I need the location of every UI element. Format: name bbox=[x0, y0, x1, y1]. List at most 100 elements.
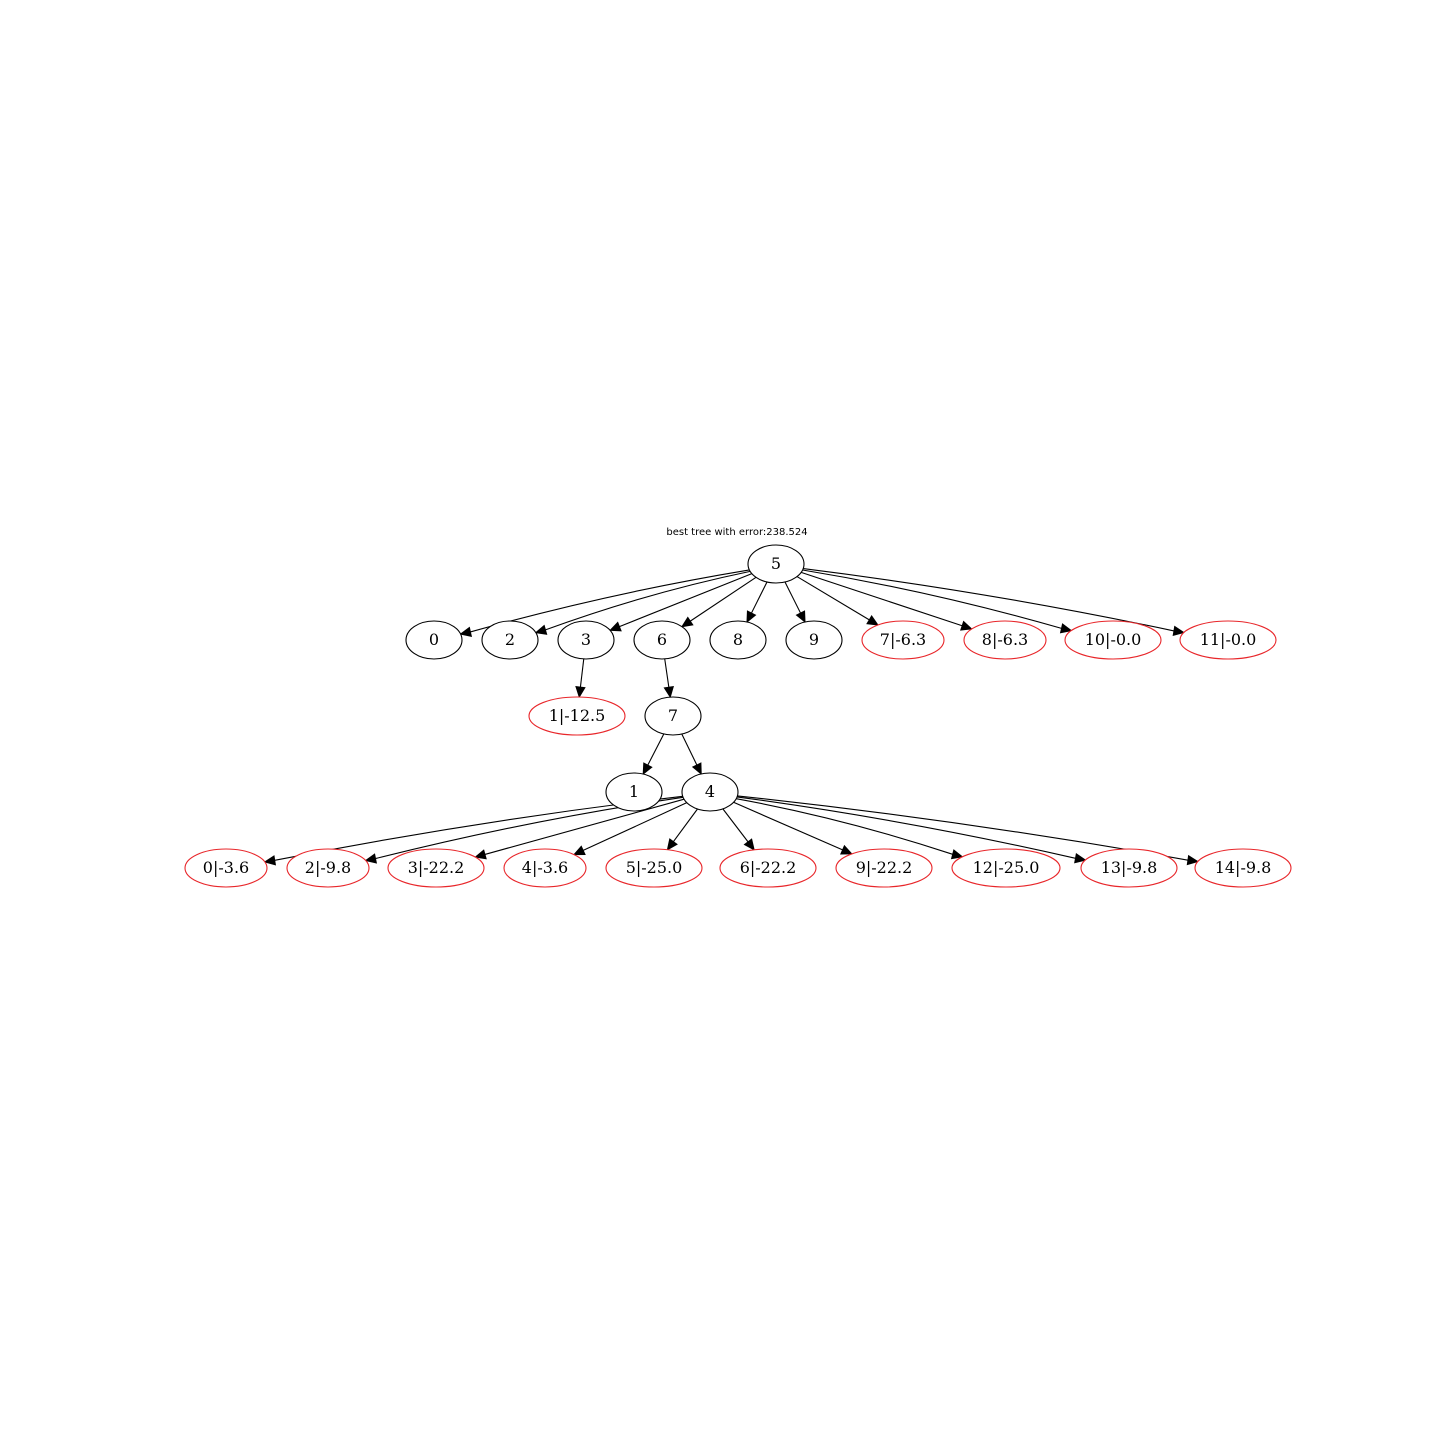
node-ellipse bbox=[633, 620, 691, 660]
arrowhead bbox=[1074, 853, 1087, 864]
node-ellipse bbox=[1179, 620, 1277, 660]
arrowhead bbox=[1059, 623, 1073, 634]
edge-line bbox=[750, 581, 768, 614]
arrowhead bbox=[534, 624, 548, 635]
arrowhead bbox=[575, 685, 586, 699]
leaf-node-l1: 1|-12.5 bbox=[528, 696, 626, 736]
arrowhead bbox=[1186, 854, 1200, 866]
node-label: 13|-9.8 bbox=[1101, 858, 1158, 877]
diagram-title: best tree with error:238.524 bbox=[666, 527, 807, 538]
leaf-node-m5: 5|-25.0 bbox=[605, 848, 703, 888]
node-ellipse bbox=[387, 848, 485, 888]
node-ellipse bbox=[951, 848, 1061, 888]
leaf-node-m14: 14|-9.8 bbox=[1194, 848, 1292, 888]
node-ellipse bbox=[481, 620, 539, 660]
node-ellipse bbox=[785, 620, 843, 660]
node-label: 9|-22.2 bbox=[856, 858, 913, 877]
edge-n4-m5 bbox=[666, 808, 698, 851]
edge-line bbox=[619, 573, 753, 628]
node-ellipse bbox=[681, 772, 739, 812]
node-label: 7|-6.3 bbox=[880, 630, 926, 649]
edge-n4-m3 bbox=[474, 798, 685, 860]
edge-line bbox=[484, 798, 685, 855]
node-ellipse bbox=[861, 620, 945, 660]
arrowhead bbox=[680, 616, 694, 628]
tree-node-n1: 1 bbox=[605, 772, 663, 812]
edge-n4-m12 bbox=[736, 798, 964, 860]
arrowhead bbox=[608, 621, 622, 632]
arrowhead bbox=[666, 838, 678, 851]
edge-n5-l8 bbox=[800, 571, 973, 631]
edge-line bbox=[800, 571, 963, 627]
edge-line bbox=[802, 569, 1062, 629]
node-label: 8|-6.3 bbox=[982, 630, 1028, 649]
edge-n5-l11 bbox=[803, 568, 1186, 637]
leaf-node-m9: 9|-22.2 bbox=[835, 848, 933, 888]
node-label: 4|-3.6 bbox=[522, 858, 568, 877]
arrowhead bbox=[474, 849, 487, 860]
tree-node-n7: 7 bbox=[644, 696, 702, 736]
edge-n6-n7 bbox=[663, 658, 674, 699]
node-ellipse bbox=[644, 696, 702, 736]
node-label: 6 bbox=[657, 630, 667, 649]
node-ellipse bbox=[1064, 620, 1162, 660]
edge-line bbox=[784, 581, 802, 614]
arrowhead bbox=[663, 685, 674, 699]
node-ellipse bbox=[963, 620, 1047, 660]
node-ellipse bbox=[719, 848, 817, 888]
node-label: 2|-9.8 bbox=[305, 858, 351, 877]
edge-line bbox=[689, 576, 757, 622]
tree-node-n8: 8 bbox=[709, 620, 767, 660]
edge-line bbox=[736, 796, 1076, 859]
edge-n4-m6 bbox=[722, 808, 755, 851]
node-ellipse bbox=[1080, 848, 1178, 888]
node-label: 0|-3.6 bbox=[203, 858, 249, 877]
leaf-node-m6: 6|-22.2 bbox=[719, 848, 817, 888]
tree-node-n9: 9 bbox=[785, 620, 843, 660]
edge-line bbox=[736, 798, 953, 855]
edge-n5-n2 bbox=[534, 570, 751, 635]
edge-n4-m4 bbox=[572, 802, 688, 856]
arrowhead bbox=[746, 610, 757, 624]
edge-line bbox=[647, 733, 665, 766]
arrowhead bbox=[743, 838, 755, 851]
arrowhead bbox=[572, 845, 586, 856]
node-label: 6|-22.2 bbox=[740, 858, 797, 877]
leaf-node-m4: 4|-3.6 bbox=[503, 848, 587, 888]
node-ellipse bbox=[503, 848, 587, 888]
edge-n5-n9 bbox=[784, 581, 806, 624]
edge-line bbox=[803, 568, 1175, 632]
edge-n5-l10 bbox=[802, 569, 1073, 634]
leaf-node-l7: 7|-6.3 bbox=[861, 620, 945, 660]
edge-line bbox=[664, 658, 670, 688]
node-ellipse bbox=[528, 696, 626, 736]
arrowhead bbox=[960, 620, 973, 631]
arrowhead bbox=[840, 844, 853, 855]
node-ellipse bbox=[557, 620, 615, 660]
node-ellipse bbox=[835, 848, 933, 888]
leaf-node-m2: 2|-9.8 bbox=[286, 848, 370, 888]
node-label: 8 bbox=[733, 630, 743, 649]
tree-node-n6: 6 bbox=[633, 620, 691, 660]
leaf-node-l11: 11|-0.0 bbox=[1179, 620, 1277, 660]
node-label: 1 bbox=[629, 782, 639, 801]
node-label: 7 bbox=[668, 706, 678, 725]
arrowhead bbox=[364, 853, 378, 864]
node-label: 4 bbox=[705, 782, 715, 801]
node-label: 10|-0.0 bbox=[1085, 630, 1142, 649]
arrowhead bbox=[459, 626, 473, 637]
arrowhead bbox=[691, 762, 702, 776]
leaf-node-m3: 3|-22.2 bbox=[387, 848, 485, 888]
edge-n5-n8 bbox=[746, 581, 768, 624]
tree-node-n0: 0 bbox=[405, 620, 463, 660]
edge-n7-n1 bbox=[642, 733, 665, 776]
node-label: 5|-25.0 bbox=[626, 858, 683, 877]
edge-n5-n3 bbox=[608, 573, 753, 632]
node-ellipse bbox=[709, 620, 767, 660]
node-label: 12|-25.0 bbox=[973, 858, 1040, 877]
edge-line bbox=[733, 801, 843, 851]
node-ellipse bbox=[405, 620, 463, 660]
node-ellipse bbox=[286, 848, 370, 888]
